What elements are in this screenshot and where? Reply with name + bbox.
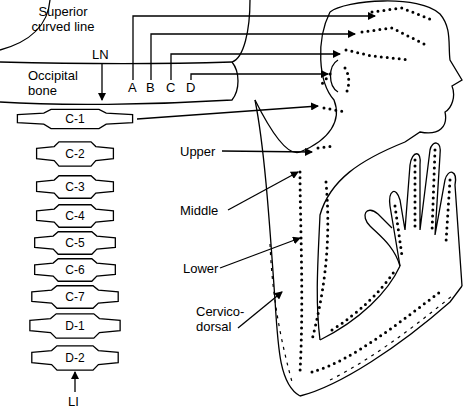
pain-dots xyxy=(432,150,435,232)
region-label: Cervico-dorsal xyxy=(196,304,252,334)
vertebra-outline xyxy=(35,259,116,282)
pain-dots xyxy=(318,146,334,148)
pain-circles xyxy=(330,296,452,380)
region-label: LI xyxy=(68,394,98,409)
vertebra-label: C-5 xyxy=(65,237,84,250)
arm-outline xyxy=(255,100,300,396)
vertebra: C-5 xyxy=(33,230,117,256)
leader-arrow xyxy=(74,372,75,392)
pain-dots xyxy=(395,206,402,256)
vertebra: C-3 xyxy=(35,174,115,200)
vertebra-outline xyxy=(30,314,120,338)
region-label: Occipital bone xyxy=(28,68,94,98)
region-label: Upper xyxy=(180,144,230,159)
leader-arrow xyxy=(137,106,318,119)
pain-dots xyxy=(312,292,440,372)
region-label: LN xyxy=(92,47,122,62)
vertebra: C-7 xyxy=(30,284,120,310)
pain-dots xyxy=(372,8,432,20)
head-outline xyxy=(330,1,462,142)
leader-arrow xyxy=(101,64,102,100)
hand-outline xyxy=(390,143,462,286)
pain-circles xyxy=(270,244,292,382)
leader-arrow xyxy=(151,34,355,80)
region-label: Lower xyxy=(183,261,233,276)
vertebra: C-4 xyxy=(35,203,115,229)
occipital-bone-outline xyxy=(0,62,238,104)
pain-dots xyxy=(312,182,328,340)
vertebra-outline xyxy=(35,232,116,255)
forearm-outline xyxy=(300,286,462,396)
vertebra-outline xyxy=(32,286,118,309)
vertebra-label: C-6 xyxy=(65,264,84,277)
vertebra-outline xyxy=(17,109,132,128)
region-label: A xyxy=(128,80,142,95)
vertebra: C-1 xyxy=(15,108,135,130)
vertebra: C-2 xyxy=(35,140,115,168)
pain-dots xyxy=(362,28,424,44)
pain-dots xyxy=(446,180,450,242)
pain-dots xyxy=(346,50,410,60)
arm-outline xyxy=(317,142,405,340)
vertebra-label: C-7 xyxy=(65,291,84,304)
vertebra-label: C-2 xyxy=(65,148,84,161)
vertebra-label: D-1 xyxy=(65,320,84,333)
vertebra-outline xyxy=(37,176,114,199)
region-label: Superior curved line xyxy=(22,4,104,34)
region-label: D xyxy=(186,80,200,95)
vertebra-label: D-2 xyxy=(65,352,84,365)
region-label: C xyxy=(166,80,180,95)
vertebra-label: C-4 xyxy=(65,210,84,223)
ear-outline xyxy=(331,60,339,92)
pain-dots xyxy=(345,68,349,96)
neck-outline xyxy=(255,12,336,153)
leader-arrow xyxy=(220,238,300,268)
vertebra-outline xyxy=(32,346,118,370)
thumb-outline xyxy=(365,210,400,266)
region-label: Middle xyxy=(180,203,230,218)
vertebra-outline xyxy=(37,142,114,166)
vertebra-label: C-1 xyxy=(65,113,84,126)
forearm-outline xyxy=(320,266,400,340)
vertebra: D-2 xyxy=(30,344,120,372)
vertebra: D-1 xyxy=(28,312,122,340)
pain-dots xyxy=(332,272,394,330)
pain-dots xyxy=(322,74,330,84)
vertebra: C-6 xyxy=(33,257,117,283)
leader-arrow xyxy=(191,74,328,80)
leader-arrow xyxy=(171,54,340,80)
leader-arrow xyxy=(133,16,375,80)
vertebra-label: C-3 xyxy=(65,181,84,194)
region-label: B xyxy=(146,80,160,95)
pain-dots xyxy=(324,108,346,112)
leader-arrow xyxy=(228,172,298,210)
pain-dots xyxy=(300,172,302,372)
pain-dots xyxy=(414,160,417,232)
vertebra-outline xyxy=(37,205,114,228)
